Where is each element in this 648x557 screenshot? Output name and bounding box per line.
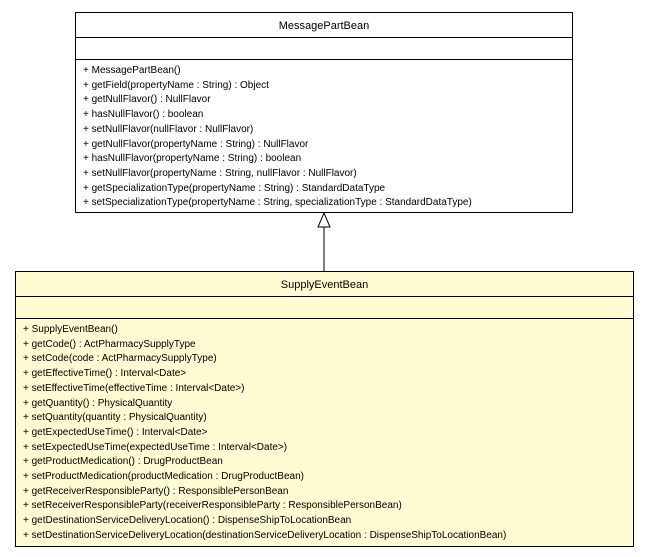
operation: + setExpectedUseTime(expectedUseTime : I… <box>23 441 288 453</box>
operation: + getReceiverResponsibleParty() : Respon… <box>23 485 289 497</box>
operations-compartment: + SupplyEventBean() + getCode() : ActPha… <box>16 318 633 544</box>
operation: + hasNullFlavor(propertyName : String) :… <box>83 153 302 165</box>
class-name: MessagePartBean <box>278 20 370 32</box>
class-box-message-part-bean: MessagePartBean + MessagePartBean() + ge… <box>75 12 573 213</box>
operation: + getNullFlavor(propertyName : String) :… <box>83 138 309 150</box>
class-box-supply-event-bean: SupplyEventBean + SupplyEventBean() + ge… <box>15 271 634 547</box>
operation: + SupplyEventBean() <box>23 324 118 335</box>
operation: + setNullFlavor(propertyName : String, n… <box>83 167 357 179</box>
attributes-compartment <box>76 37 572 59</box>
operation: + setDestinationServiceDeliveryLocation(… <box>23 529 507 541</box>
operation: + getProductMedication() : DrugProductBe… <box>23 456 223 468</box>
operation: + getField(propertyName : String) : Obje… <box>83 79 269 91</box>
operation: + getDestinationServiceDeliveryLocation(… <box>23 515 352 527</box>
operation: + setCode(code : ActPharmacySupplyType) <box>23 353 217 365</box>
operation: + getCode() : ActPharmacySupplyType <box>23 338 196 350</box>
operation: + setNullFlavor(nullFlavor : NullFlavor) <box>83 123 254 135</box>
operation: + hasNullFlavor() : boolean <box>83 109 204 121</box>
operation: + MessagePartBean() <box>83 65 181 76</box>
operation: + setReceiverResponsibleParty(receiverRe… <box>23 500 402 512</box>
operation: + getNullFlavor() : NullFlavor <box>83 94 211 106</box>
attributes-compartment <box>16 296 633 318</box>
class-name: SupplyEventBean <box>280 279 369 291</box>
operation: + getSpecializationType(propertyName : S… <box>83 182 386 194</box>
operation: + setEffectiveTime(effectiveTime : Inter… <box>23 382 245 394</box>
operation: + setProductMedication(productMedication… <box>23 471 304 483</box>
hollow-triangle-arrowhead <box>317 211 331 228</box>
operation: + getQuantity() : PhysicalQuantity <box>23 397 173 409</box>
operation: + getExpectedUseTime() : Interval<Date> <box>23 426 208 438</box>
operation: + setQuantity(quantity : PhysicalQuantit… <box>23 412 207 424</box>
operations-compartment: + MessagePartBean() + getField(propertyN… <box>76 59 572 211</box>
operation: + getEffectiveTime() : Interval<Date> <box>23 368 187 380</box>
operation: + setSpecializationType(propertyName : S… <box>83 197 472 209</box>
